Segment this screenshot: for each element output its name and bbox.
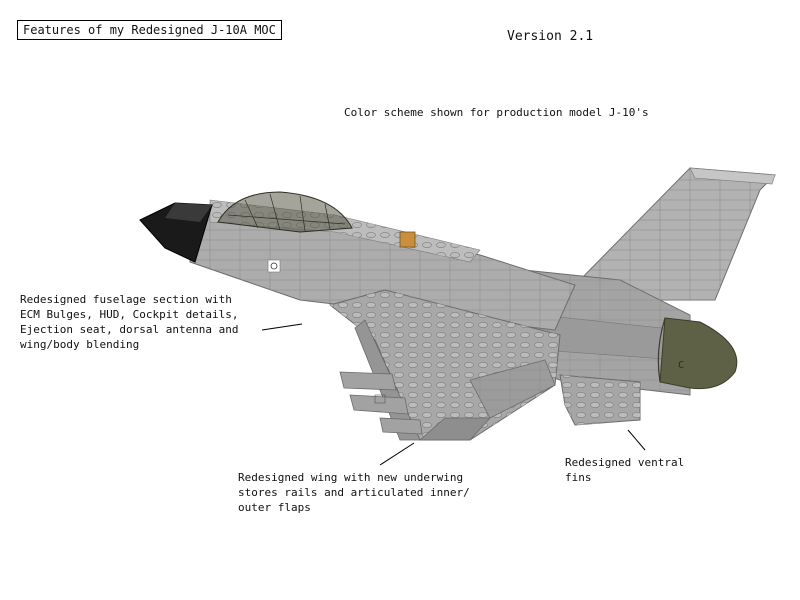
ventral-fins-annotation: Redesigned ventral fins xyxy=(565,456,685,484)
color-scheme-note: Color scheme shown for production model … xyxy=(344,106,649,119)
dorsal-antenna xyxy=(399,231,416,248)
ventral-fins xyxy=(559,374,641,426)
svg-text:C: C xyxy=(678,360,684,371)
fuselage-marking xyxy=(267,259,281,273)
underwing-stores-rail xyxy=(339,371,423,435)
version-label: Version 2.1 xyxy=(507,29,594,44)
fuselage-annotation: Redesigned fuselage section with ECM Bul… xyxy=(20,293,239,351)
diagram-title: Features of my Redesigned J-10A MOC xyxy=(17,20,282,40)
vertical-tail-fin xyxy=(574,167,777,301)
wing-leader-line xyxy=(379,442,415,466)
nose-cone xyxy=(139,202,213,263)
cockpit-canopy xyxy=(217,191,353,233)
fuselage-leader-line xyxy=(261,323,303,331)
wing-flaps xyxy=(418,359,556,441)
engine-nozzle: C xyxy=(657,317,738,390)
wing-annotation: Redesigned wing with new underwing store… xyxy=(238,471,470,514)
ventral-fins-leader-line xyxy=(627,429,646,451)
